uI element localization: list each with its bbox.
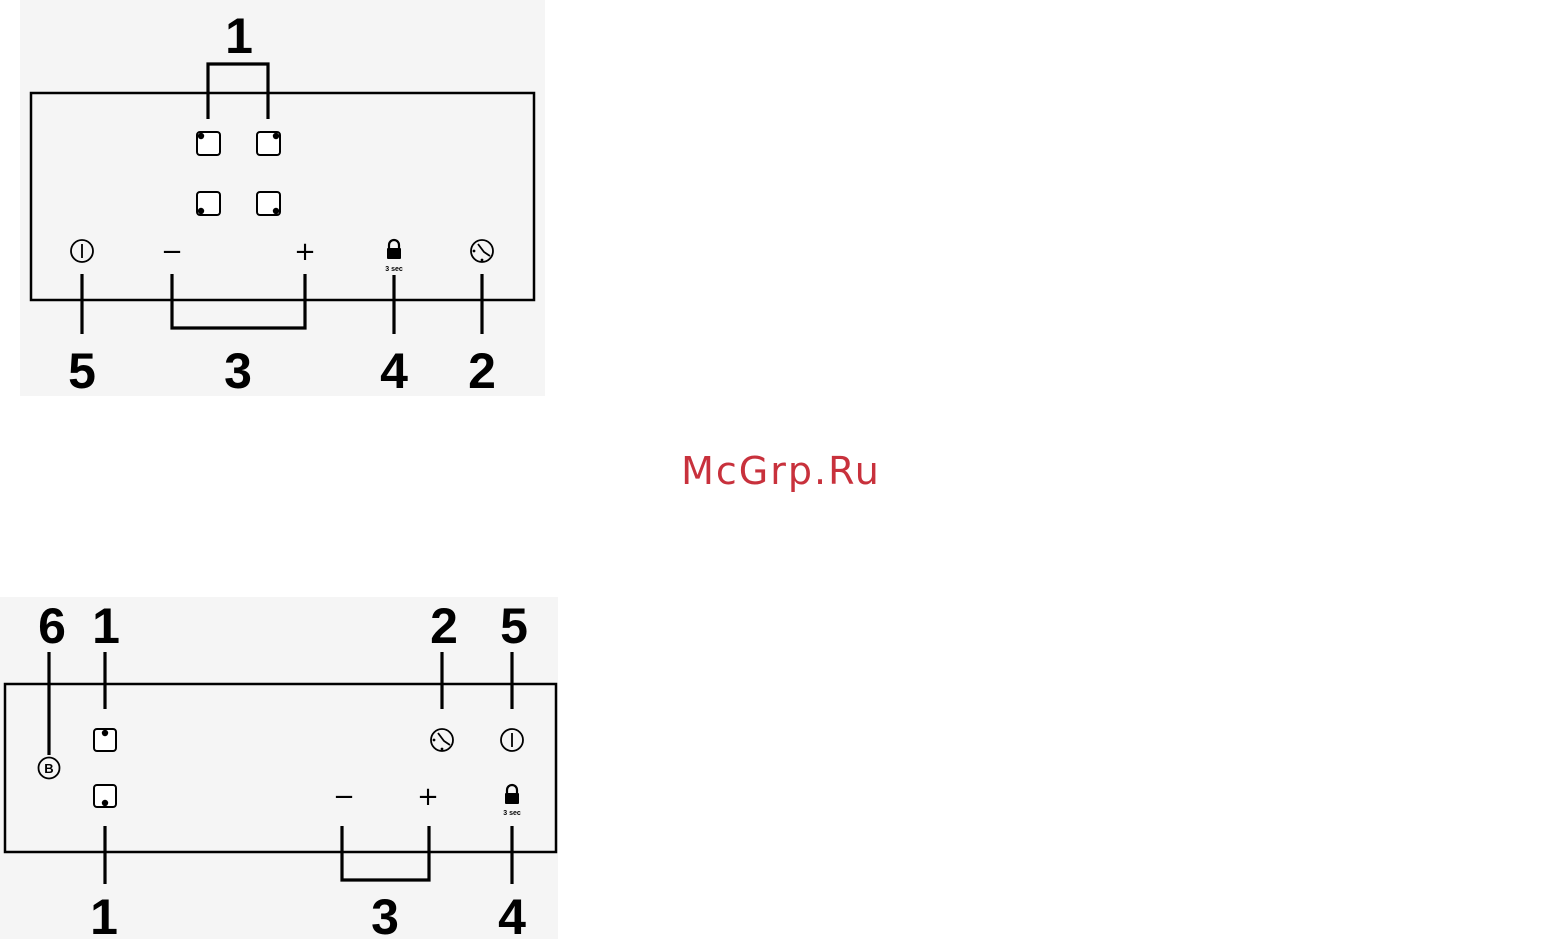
top-zone-front-right-icon[interactable]: [257, 192, 280, 215]
top-zone-rear-left-icon[interactable]: [197, 132, 220, 155]
bottom-callout-zones-bottom: 1: [90, 889, 118, 939]
top-callout-zones: 1: [225, 8, 253, 64]
top-callout-timer: 2: [468, 343, 496, 399]
top-diagram-background: [20, 0, 545, 396]
bottom-lock-caption: 3 sec: [503, 810, 521, 817]
top-callout-power-level: 3: [224, 343, 252, 399]
bottom-callout-power-level: 3: [371, 889, 399, 939]
top-zone-rear-right-icon[interactable]: [257, 132, 280, 155]
bottom-diagram-background: [0, 597, 558, 939]
bottom-callout-zones-top: 1: [92, 598, 120, 654]
bottom-callout-main-switch: 5: [500, 598, 528, 654]
bottom-callout-booster: 6: [38, 598, 66, 654]
top-minus-button[interactable]: −: [161, 237, 183, 267]
bottom-minus-button[interactable]: −: [333, 782, 355, 812]
top-callout-lock: 4: [380, 343, 408, 399]
top-zone-front-left-icon[interactable]: [197, 192, 220, 215]
top-lock-caption: 3 sec: [385, 266, 403, 273]
bottom-plus-button[interactable]: +: [417, 782, 439, 812]
bottom-callout-lock: 4: [498, 889, 526, 939]
bottom-zone-front-icon[interactable]: [94, 785, 116, 807]
watermark: McGrp.Ru: [681, 449, 881, 493]
top-plus-button[interactable]: +: [294, 237, 316, 267]
bottom-callout-timer: 2: [430, 598, 458, 654]
bottom-zone-rear-icon[interactable]: [94, 729, 116, 751]
bottom-booster-letter: B: [44, 761, 53, 776]
top-callout-main-switch: 5: [68, 343, 96, 399]
